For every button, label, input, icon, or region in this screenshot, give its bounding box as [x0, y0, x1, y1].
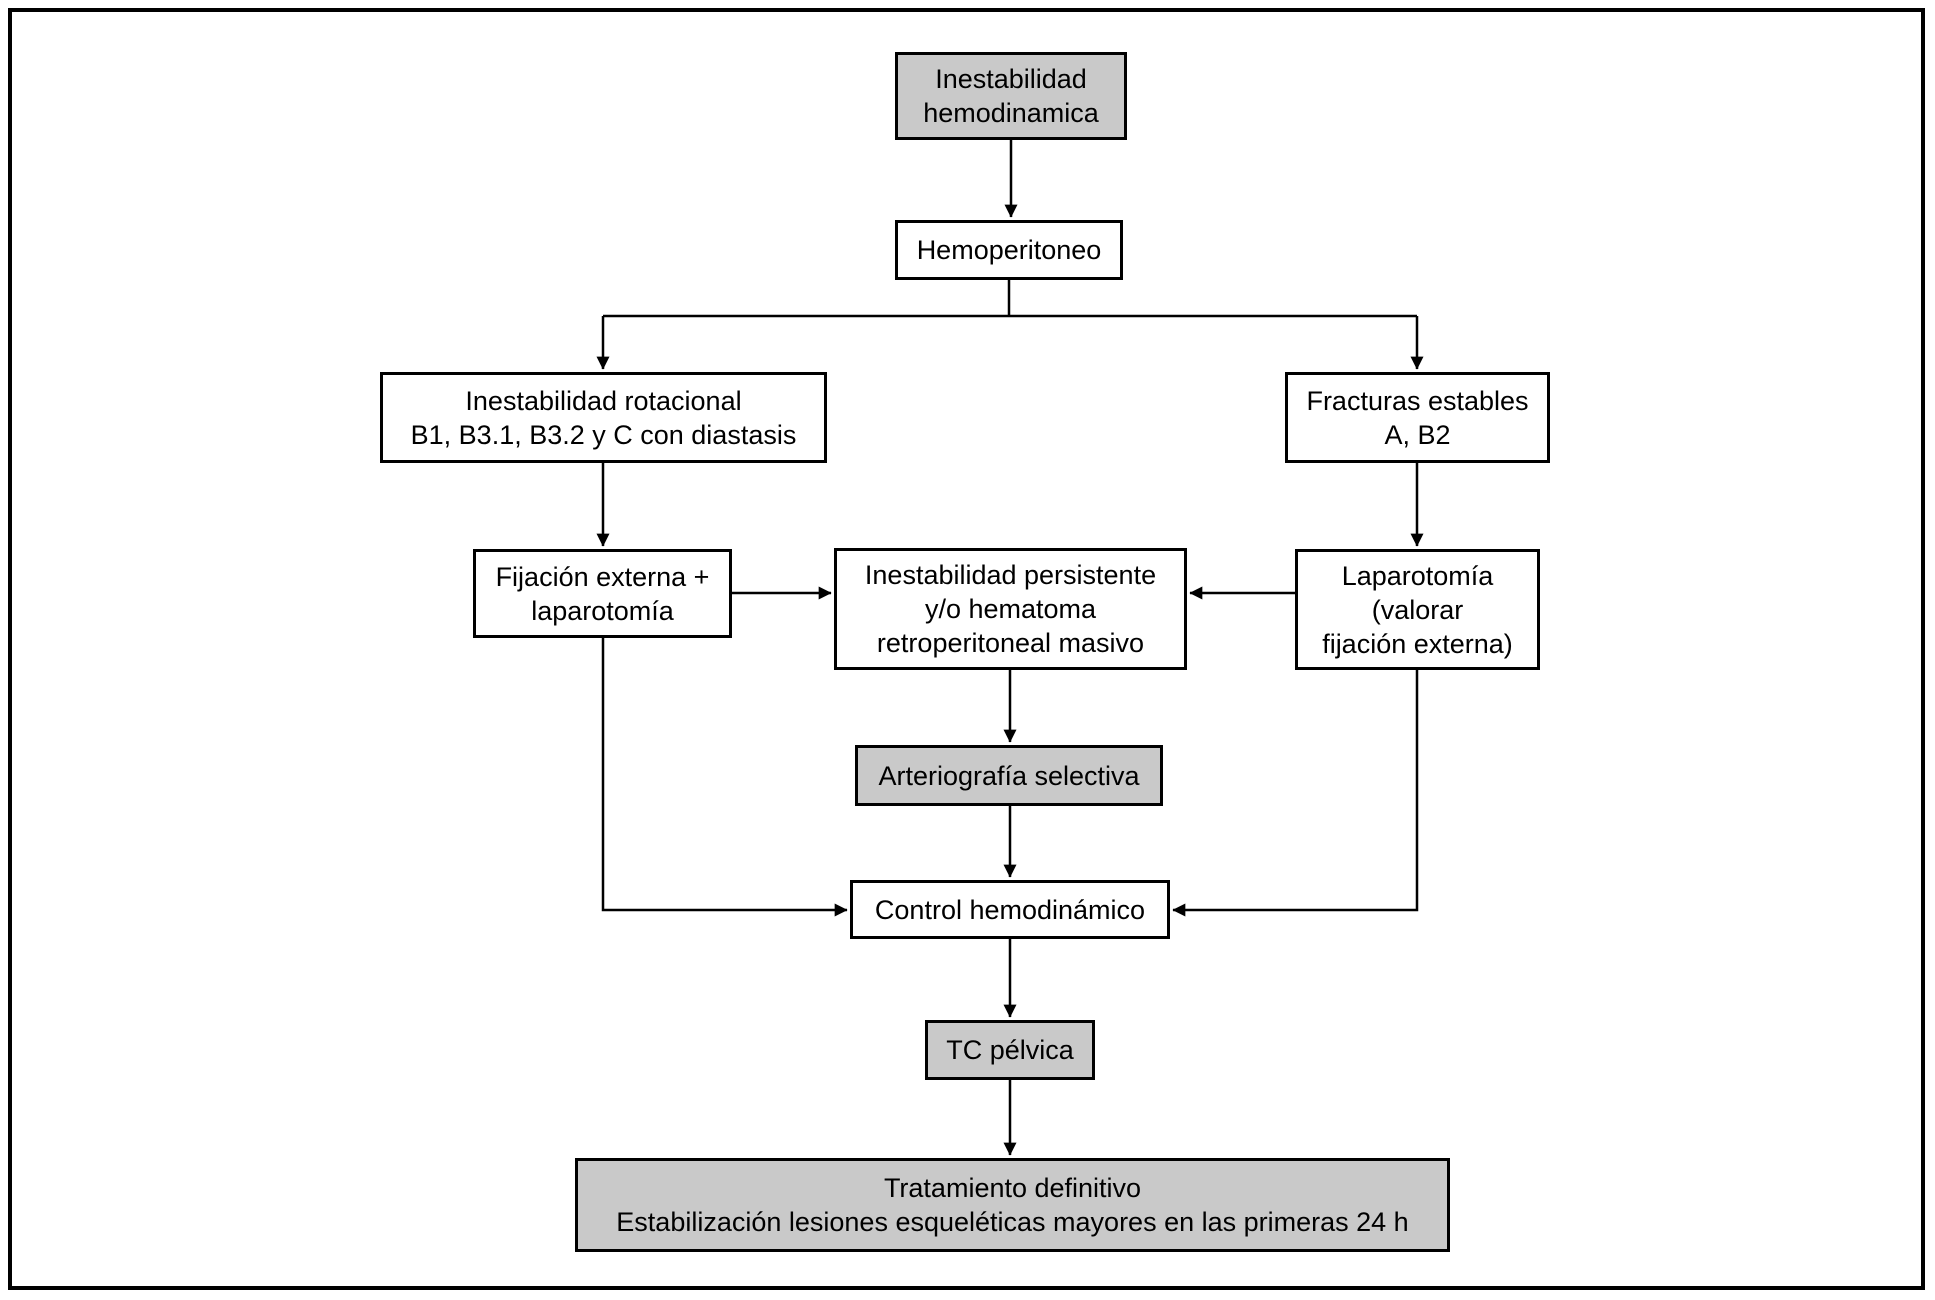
node-laparotomia: Laparotomía (valorar fijación externa): [1295, 549, 1540, 670]
node-label-line: hemodinamica: [923, 98, 1099, 128]
node-control-hemodinamico: Control hemodinámico: [850, 880, 1170, 939]
node-label-line: Control hemodinámico: [874, 894, 1146, 925]
node-hemoperitoneo: Hemoperitoneo: [895, 220, 1123, 280]
node-label-line: Inestabilidad: [935, 64, 1087, 94]
node-label-line: Tratamiento definitivo: [883, 1173, 1142, 1203]
node-arteriografia-selectiva: Arteriografía selectiva: [855, 745, 1163, 806]
node-label-line: TC pélvica: [946, 1035, 1074, 1065]
node-fijacion-externa: Fijación externa + laparotomía: [473, 549, 732, 638]
node-label-line: Inestabilidad rotacional: [465, 385, 742, 416]
node-tratamiento-definitivo: Tratamiento definitivo Estabilización le…: [575, 1158, 1450, 1252]
node-label-line: B1, B3.1, B3.2 y C con diastasis: [410, 419, 797, 450]
node-label-line: Estabilización lesiones esqueléticas may…: [616, 1207, 1409, 1237]
node-fracturas-estables: Fracturas estables A, B2: [1285, 372, 1550, 463]
node-label-line: retroperitoneal masivo: [876, 628, 1145, 658]
node-label-line: fijación externa): [1322, 628, 1513, 659]
node-label-line: Arteriografía selectiva: [878, 760, 1140, 791]
node-label-line: Laparotomía: [1341, 560, 1494, 591]
node-label-line: Inestabilidad persistente: [864, 560, 1157, 590]
figure-frame: [8, 8, 1925, 1290]
node-label-line: (valorar: [1371, 594, 1464, 625]
node-tc-pelvica: TC pélvica: [925, 1020, 1095, 1080]
node-label-line: Hemoperitoneo: [916, 235, 1102, 265]
node-label-line: Fracturas estables: [1306, 385, 1529, 416]
node-label-line: laparotomía: [531, 595, 674, 626]
node-inestabilidad-hemodinamica: Inestabilidad hemodinamica: [895, 52, 1127, 140]
node-label-line: Fijación externa +: [495, 561, 710, 592]
node-inestabilidad-rotacional: Inestabilidad rotacional B1, B3.1, B3.2 …: [380, 372, 827, 463]
node-label-line: y/o hematoma: [924, 594, 1097, 624]
node-label-line: A, B2: [1384, 419, 1451, 450]
node-inestabilidad-persistente: Inestabilidad persistente y/o hematoma r…: [834, 548, 1187, 670]
